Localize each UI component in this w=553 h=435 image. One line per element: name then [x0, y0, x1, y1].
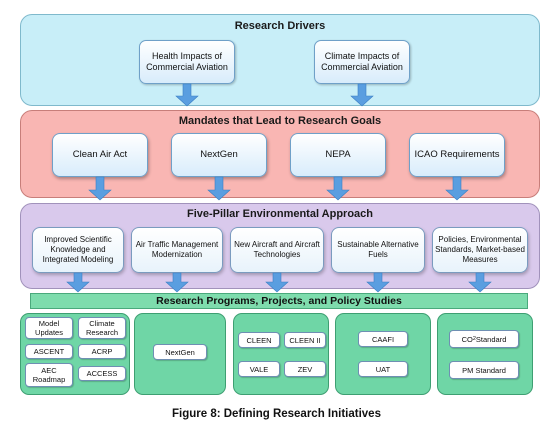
program-cleen: CLEEN [238, 332, 280, 348]
program-acrp: ACRP [78, 344, 126, 359]
program-aec-roadmap: AEC Roadmap [25, 363, 73, 387]
program-group-aircraft [233, 313, 329, 395]
arrow-pillar3-to-programs-shape [265, 272, 289, 293]
co2-prefix: CO [461, 334, 473, 344]
program-vale: VALE [238, 361, 280, 377]
program-caafi: CAAFI [358, 331, 408, 347]
arrow-pillar5-to-programs-shape [468, 272, 492, 293]
arrow-health-to-mandates [175, 83, 199, 107]
research-drivers-title: Research Drivers [234, 20, 326, 32]
arrow-pillar2-to-programs [165, 272, 189, 293]
arrow-icao-to-pillars-shape [445, 176, 469, 201]
arrow-nextgen-to-pillars [207, 176, 231, 201]
arrow-pillar5-to-programs [468, 272, 492, 293]
arrow-nextgen-to-pillars-shape [207, 176, 231, 201]
arrow-nepa-to-pillars-shape [326, 176, 350, 201]
arrow-nepa-to-pillars [326, 176, 350, 201]
mandate-icao-requirements: ICAO Requirements [409, 133, 505, 177]
program-nextgen: NextGen [153, 344, 207, 360]
program-model-updates: Model Updates [25, 317, 73, 339]
figure-caption: Figure 8: Defining Research Initiatives [172, 408, 381, 420]
co2-subscript: 2 [472, 335, 476, 342]
co2-suffix: Standard [475, 334, 507, 344]
five-pillar-title: Five-Pillar Environmental Approach [186, 208, 374, 220]
program-uat: UAT [358, 361, 408, 377]
research-drivers-band [20, 14, 540, 106]
program-pm-standard: PM Standard [449, 361, 519, 379]
research-programs-bar: Research Programs, Projects, and Policy … [30, 293, 528, 309]
driver-health-impacts: Health Impacts of Commercial Aviation [139, 40, 235, 84]
program-cleen-ii: CLEEN II [284, 332, 326, 348]
arrow-pillar1-to-programs [66, 272, 90, 293]
arrow-health-to-mandates-shape [175, 83, 199, 107]
pillar-alternative-fuels: Sustainable Alternative Fuels [331, 227, 425, 273]
mandates-title: Mandates that Lead to Research Goals [178, 115, 382, 127]
driver-climate-impacts: Climate Impacts of Commercial Aviation [314, 40, 410, 84]
arrow-pillar1-to-programs-shape [66, 272, 90, 293]
mandate-nepa: NEPA [290, 133, 386, 177]
mandate-clean-air-act: Clean Air Act [52, 133, 148, 177]
arrow-pillar2-to-programs-shape [165, 272, 189, 293]
pillar-policies-standards: Policies, Environmental Standards, Marke… [432, 227, 528, 273]
program-zev: ZEV [284, 361, 326, 377]
arrow-climate-to-mandates-shape [350, 83, 374, 107]
arrow-clean-air-act-to-pillars [88, 176, 112, 201]
program-access: ACCESS [78, 366, 126, 381]
arrow-clean-air-act-to-pillars-shape [88, 176, 112, 201]
arrow-climate-to-mandates [350, 83, 374, 107]
program-group-policy [437, 313, 533, 395]
program-group-fuels [335, 313, 431, 395]
pillar-scientific-knowledge: Improved Scientific Knowledge and Integr… [32, 227, 124, 273]
pillar-atm-modernization: Air Traffic Management Modernization [131, 227, 223, 273]
arrow-pillar4-to-programs [366, 272, 390, 293]
mandate-nextgen: NextGen [171, 133, 267, 177]
arrow-pillar4-to-programs-shape [366, 272, 390, 293]
pillar-aircraft-technologies: New Aircraft and Aircraft Technologies [230, 227, 324, 273]
arrow-pillar3-to-programs [265, 272, 289, 293]
program-ascent: ASCENT [25, 344, 73, 359]
program-climate-research: Climate Research [78, 317, 126, 339]
arrow-icao-to-pillars [445, 176, 469, 201]
